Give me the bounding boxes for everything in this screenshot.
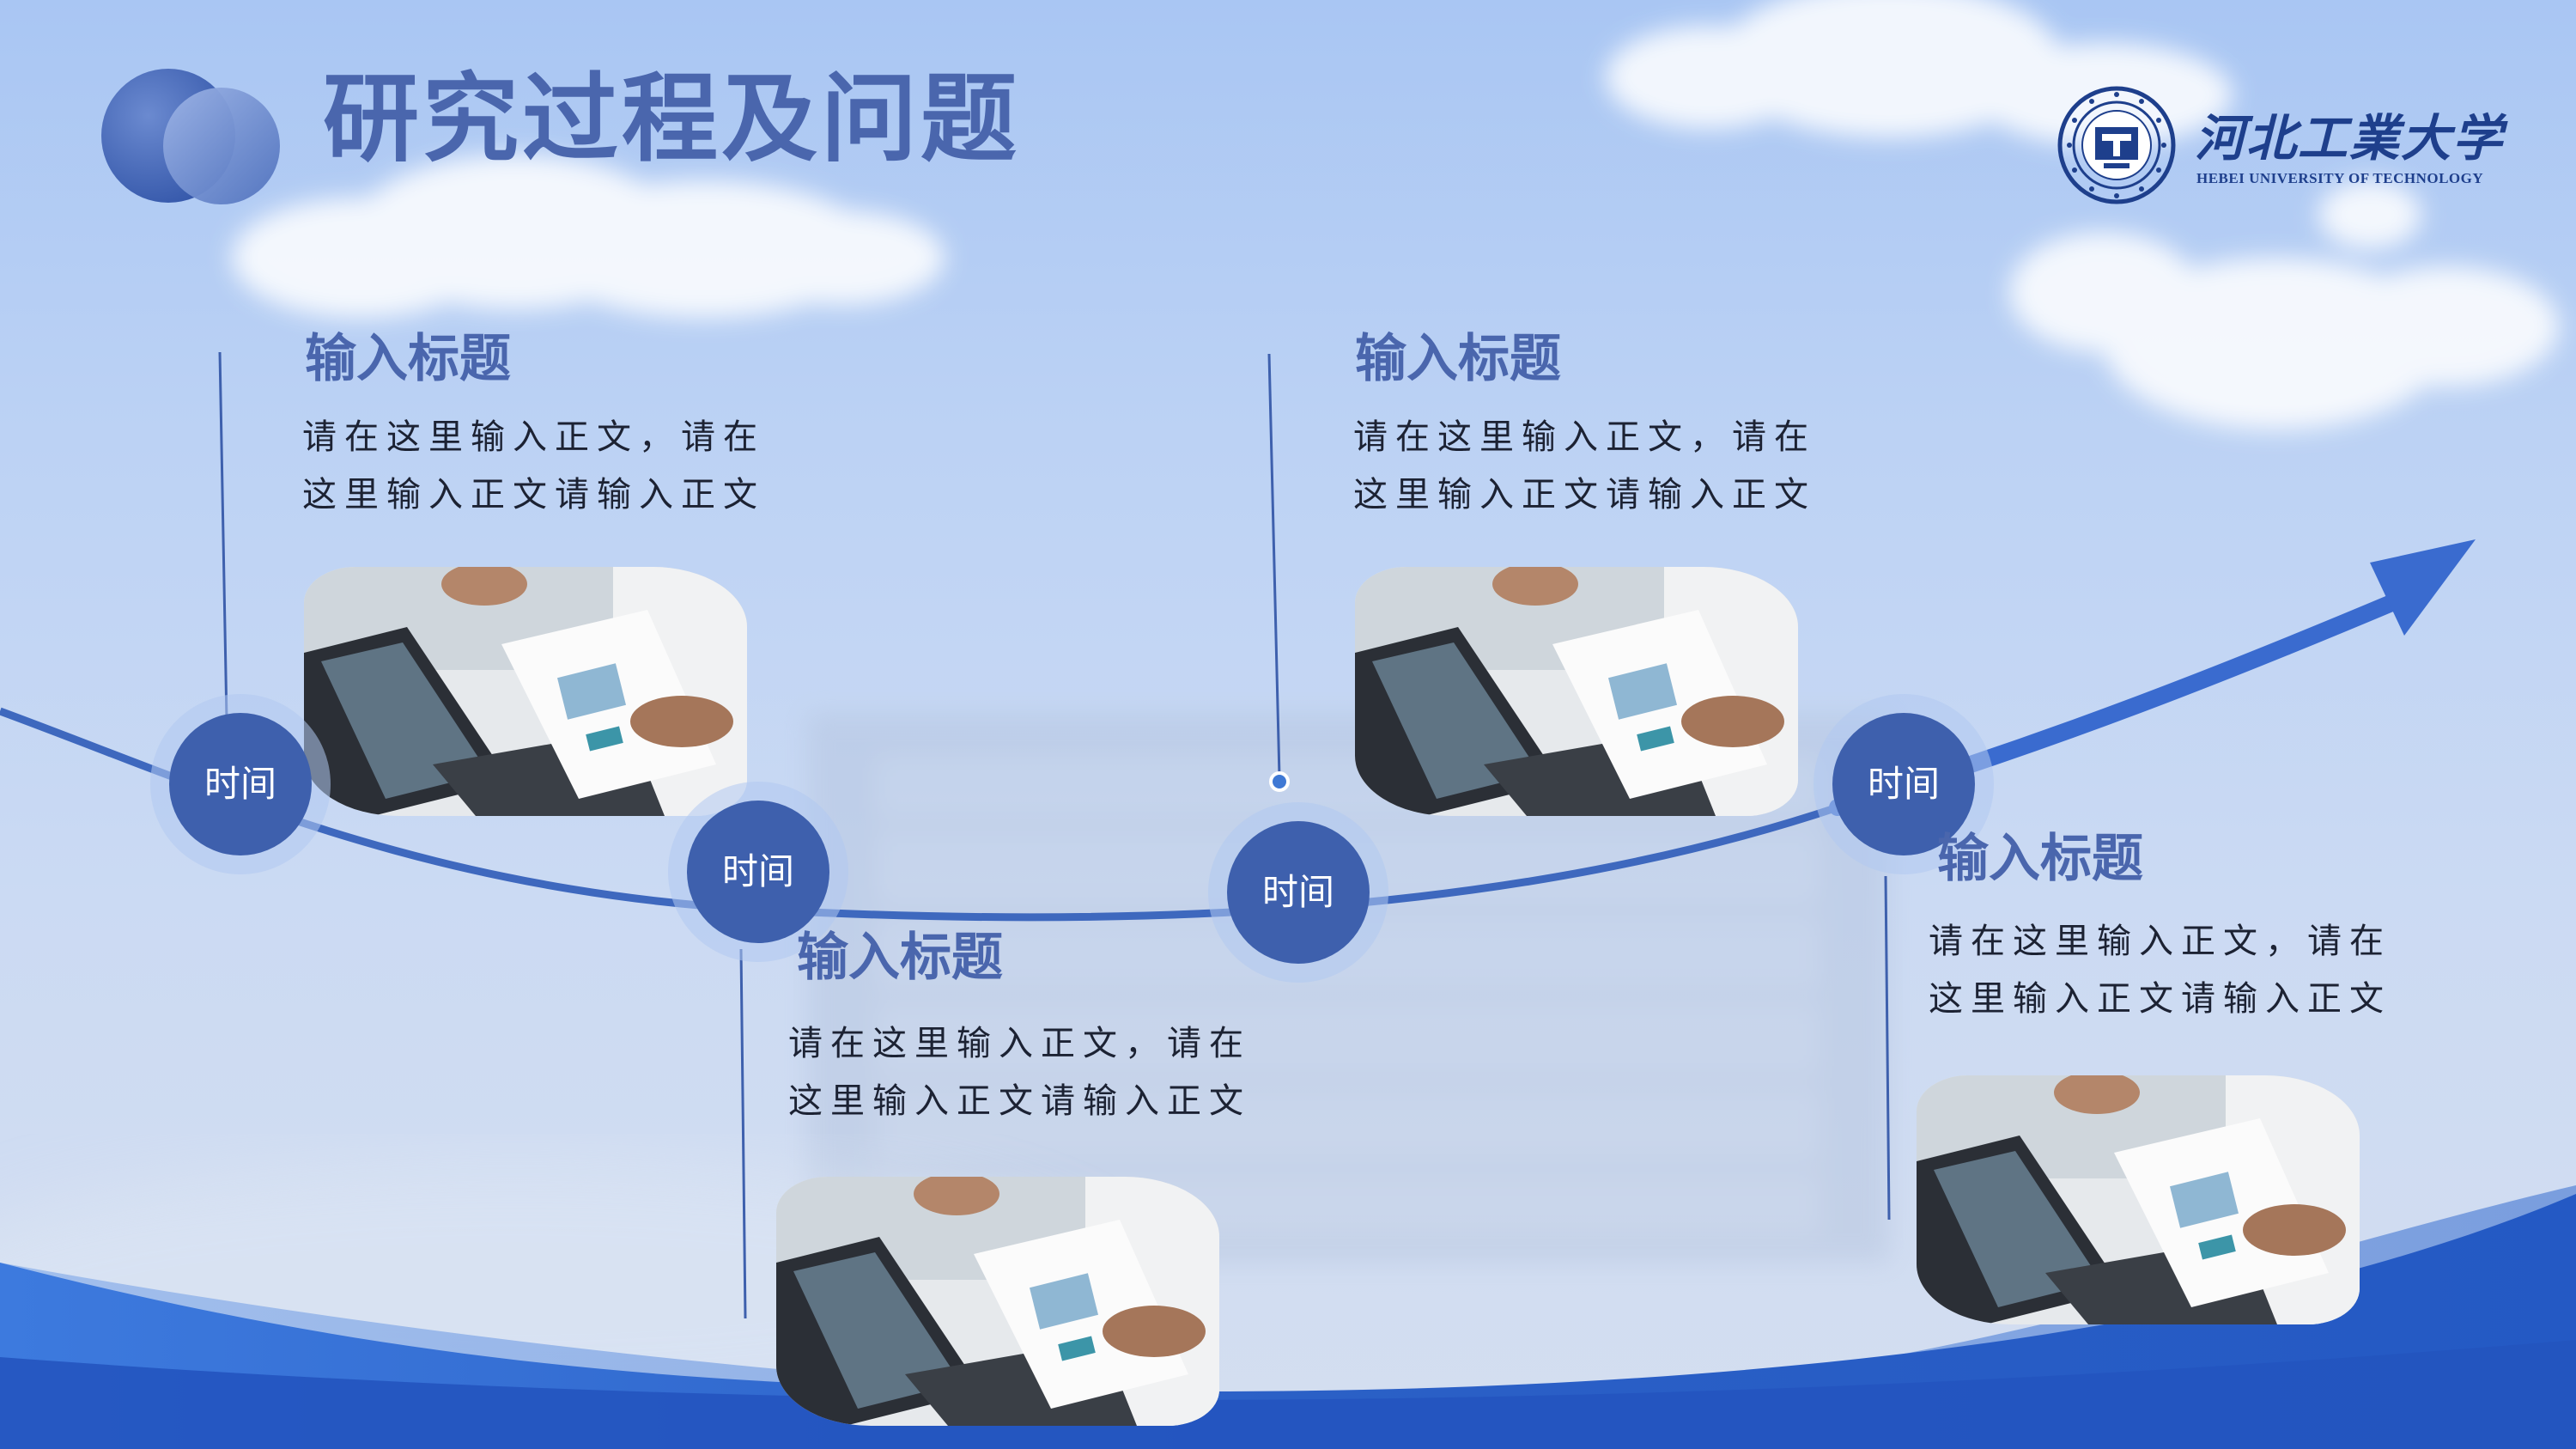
node-4-body: 请在这里输入正文，请在 这里输入正文请输入正文 <box>1929 913 2391 1028</box>
laptop-document-photo <box>776 1177 1219 1426</box>
node-4-time-label: 时间 <box>1867 763 1940 805</box>
node-3-photo <box>1355 567 1798 816</box>
trend-arrow-icon <box>2370 539 2476 636</box>
node-3-time-label: 时间 <box>1261 871 1334 913</box>
logo-name: 河北工業大学 <box>2195 109 2505 167</box>
node-1-body-line1: 请在这里输入正文，请在 <box>302 417 765 457</box>
node-1-body-line2: 这里输入正文请输入正文 <box>302 475 765 514</box>
connector-lines <box>218 351 1891 1319</box>
node-1-time-label: 时间 <box>204 763 276 805</box>
title-circles-icon <box>101 69 280 204</box>
clouds <box>232 0 2559 429</box>
node-1-heading: 输入标题 <box>305 329 511 389</box>
connector-dot <box>1269 771 1290 792</box>
node-4-body-line1: 请在这里输入正文，请在 <box>1929 922 2391 961</box>
laptop-document-photo <box>304 567 747 816</box>
node-2-body-line1: 请在这里输入正文，请在 <box>788 1024 1251 1063</box>
node-2-time-label: 时间 <box>721 850 794 892</box>
node-4-time-badge: 时间 <box>1814 694 1994 874</box>
node-3-body: 请在这里输入正文，请在 这里输入正文请输入正文 <box>1353 409 1816 524</box>
node-4-body-line2: 这里输入正文请输入正文 <box>1929 979 2391 1019</box>
node-2-heading: 输入标题 <box>797 928 1003 988</box>
node-1-time-badge: 时间 <box>150 694 331 874</box>
node-4-photo <box>1917 1075 2360 1324</box>
laptop-document-photo <box>1355 567 1798 816</box>
university-seal-icon <box>2057 86 2176 204</box>
node-2-photo <box>776 1177 1219 1426</box>
node-2-time-badge: 时间 <box>668 782 848 962</box>
laptop-document-photo <box>1917 1075 2360 1324</box>
node-2-body-line2: 这里输入正文请输入正文 <box>788 1081 1251 1121</box>
logo-subtitle: HEBEI UNIVERSITY OF TECHNOLOGY <box>2196 170 2484 186</box>
node-3-time-badge: 时间 <box>1208 802 1388 983</box>
node-4-heading: 输入标题 <box>1937 829 2143 889</box>
node-1-photo <box>304 567 747 816</box>
university-logo: 河北工業大学 HEBEI UNIVERSITY OF TECHNOLOGY <box>2056 81 2502 210</box>
page-title: 研究过程及问题 <box>323 64 1020 175</box>
node-3-heading: 输入标题 <box>1355 329 1561 389</box>
node-3-body-line2: 这里输入正文请输入正文 <box>1353 475 1816 514</box>
node-2-body: 请在这里输入正文，请在 这里输入正文请输入正文 <box>788 1015 1251 1130</box>
node-1-body: 请在这里输入正文，请在 这里输入正文请输入正文 <box>302 409 765 524</box>
node-3-body-line1: 请在这里输入正文，请在 <box>1353 417 1816 457</box>
